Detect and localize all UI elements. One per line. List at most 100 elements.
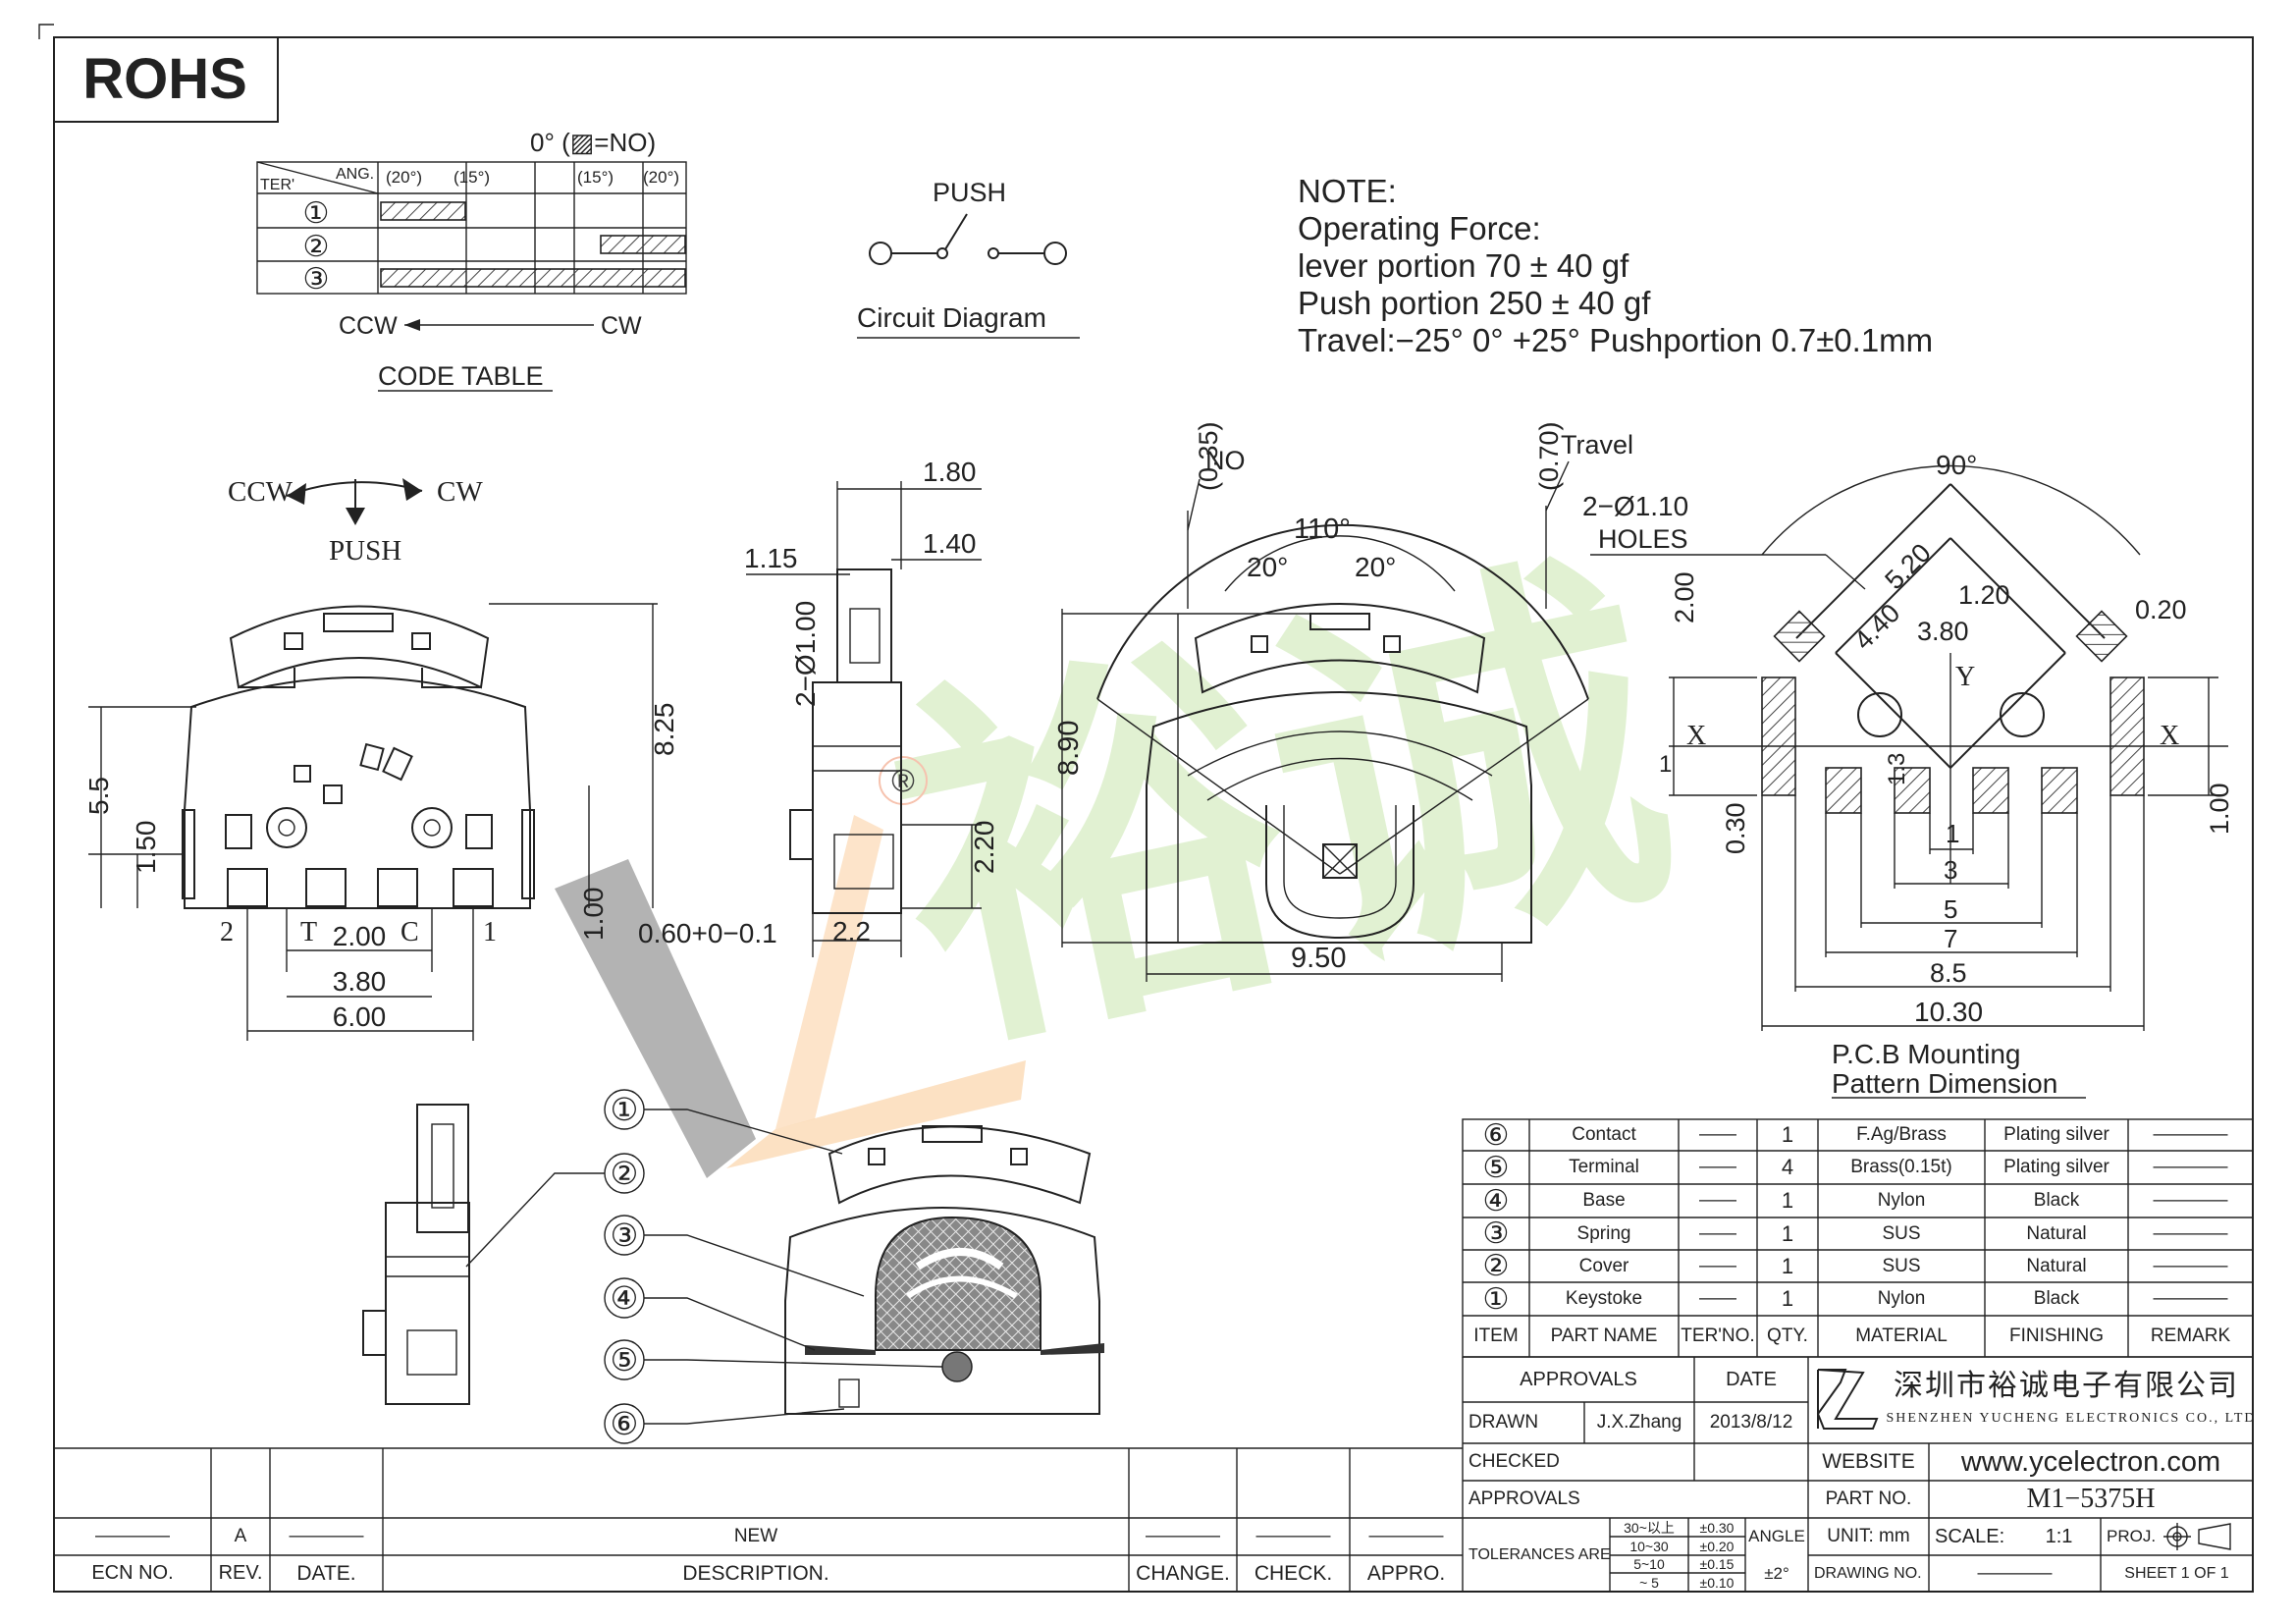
pcb-title-2: Pattern Dimension [1832, 1068, 2057, 1099]
rohs-label: ROHS [82, 47, 247, 111]
bom-finishing: Natural [2026, 1255, 2087, 1276]
bom-ter: —— [1699, 1255, 1736, 1276]
pcb-dim-3: 3 [1944, 855, 1957, 885]
note-line-4: Push portion 250 ± 40 gf [1298, 285, 1651, 321]
rohs-box [53, 36, 279, 123]
rev-header-description: DESCRIPTION. [682, 1561, 829, 1585]
angle-dim-8-90: 8.90 [1053, 721, 1085, 776]
registered-mark: ® [891, 763, 915, 798]
note-line-3: lever portion 70 ± 40 gf [1298, 247, 1629, 284]
note-block: NOTE: Operating Force: lever portion 70 … [1298, 173, 1933, 358]
pcb-axis-x-right: X [2160, 721, 2179, 751]
front-dim-5-5: 5.5 [83, 777, 114, 815]
tb-website-label: WEBSITE [1822, 1450, 1915, 1473]
code-ter-1: ① [303, 197, 330, 230]
bom-header-item: ITEM [1473, 1325, 1519, 1346]
bom-item: ⑥ [1482, 1118, 1510, 1152]
bom-finishing: Natural [2026, 1222, 2087, 1244]
code-corner-top: ANG. [336, 166, 374, 183]
title-block-lines [1462, 1357, 2253, 1592]
bom-table [1462, 1118, 2254, 1358]
pcb-title-1: P.C.B Mounting [1832, 1039, 2021, 1069]
tb-date-label: DATE [1726, 1368, 1777, 1390]
rev-description-value: NEW [733, 1526, 778, 1546]
code-table-legend: 0° (▨=NO) [530, 128, 656, 157]
bom-ter: —— [1699, 1124, 1736, 1145]
bom-material: Nylon [1877, 1288, 1926, 1309]
bom-material: F.Ag/Brass [1856, 1124, 1947, 1145]
callout-6: ⑥ [611, 1406, 639, 1441]
pcb-dim-5: 5 [1944, 894, 1957, 924]
pcb-dim-holes-label: HOLES [1598, 524, 1688, 554]
tb-drawn-date: 2013/8/12 [1709, 1412, 1793, 1433]
pcb-dim-90: 90° [1936, 450, 1977, 480]
revision-block [54, 1447, 1463, 1592]
bom-remark: ———— [2153, 1222, 2228, 1244]
code-angle-2: (15°) [454, 168, 490, 187]
bom-header-finishing: FINISHING [2008, 1325, 2105, 1346]
bom-qty: 1 [1781, 1122, 1794, 1147]
rev-check-value: ———— [1255, 1526, 1331, 1546]
tb-tolerances-label: TOLERANCES ARE [1468, 1545, 1611, 1563]
code-angle-3: (15°) [577, 168, 614, 187]
tb-tol-value-3: ±0.15 [1699, 1556, 1735, 1572]
front-view: CCW CW PUSH 5.5 1.50 8.25 1.00 [83, 476, 679, 1041]
tb-part-no: M1−5375H [2026, 1484, 2156, 1514]
tb-drawing-no: DRAWING NO. [1814, 1564, 1922, 1582]
tb-angle-label: ANGLE [1748, 1527, 1805, 1545]
angle-dim-0-70: (0.70) [1534, 421, 1564, 491]
code-ccw: CCW [339, 312, 398, 340]
front-push: PUSH [329, 535, 401, 567]
bom-qty: 1 [1781, 1253, 1794, 1278]
code-ter-2: ② [303, 231, 330, 263]
angle-dim-no: NO [1205, 446, 1246, 475]
pcb-dim-1-3: 1.3 [1884, 753, 1910, 785]
circuit-title: Circuit Diagram [857, 302, 1046, 333]
bom-part-name: Keystoke [1565, 1288, 1643, 1309]
front-ccw: CCW [228, 476, 294, 508]
tb-approvals: APPROVALS [1520, 1368, 1637, 1390]
pcb-dim-0-20: 0.20 [2135, 595, 2187, 624]
callout-3: ③ [611, 1217, 639, 1253]
note-line-1: NOTE: [1298, 173, 1397, 209]
code-cw: CW [601, 312, 642, 340]
pcb-dim-8-5: 8.5 [1930, 958, 1967, 988]
drawing-border [53, 36, 2254, 1593]
bom-header-ter: TER'NO. [1681, 1325, 1755, 1346]
front-cw: CW [437, 476, 483, 508]
callout-4: ④ [611, 1280, 639, 1316]
watermark-logo: 裕诚 ® [555, 512, 1702, 1178]
pcb-dim-3-80: 3.80 [1917, 617, 1969, 646]
side-dim-1-15: 1.15 [744, 543, 798, 573]
bom-item: ⑤ [1482, 1151, 1510, 1184]
bom-qty: 1 [1781, 1188, 1794, 1213]
rev-rev-value: A [234, 1526, 247, 1546]
front-pin-t: T [300, 917, 317, 947]
rev-header-appro: APPRO. [1366, 1561, 1446, 1585]
pcb-dim-4-40: 4.40 [1848, 598, 1905, 655]
tb-website: www.ycelectron.com [1960, 1445, 2221, 1478]
rev-appro-value: ———— [1368, 1526, 1444, 1546]
bom-part-name: Terminal [1569, 1157, 1639, 1177]
tb-tol-range-4: ~ 5 [1639, 1574, 1659, 1591]
callout-2: ② [611, 1156, 639, 1191]
tb-company-cn: 深圳市裕诚电子有限公司 [1894, 1369, 2239, 1403]
side-dim-holes: 2−Ø1.00 [790, 601, 821, 707]
angle-dim-20-left: 20° [1247, 552, 1288, 582]
bom-qty: 1 [1781, 1220, 1794, 1246]
rev-ecn-value: ———— [95, 1526, 170, 1546]
callout-1: ① [611, 1092, 639, 1127]
bom-finishing: Plating silver [2003, 1157, 2109, 1177]
bom-item: ④ [1482, 1184, 1510, 1217]
bom-part-name: Spring [1576, 1222, 1631, 1244]
bom-header-part-name: PART NAME [1550, 1325, 1658, 1346]
tb-tol-range-2: 10~30 [1629, 1538, 1669, 1554]
bom-remark: ———— [2153, 1255, 2228, 1276]
bom-qty: 1 [1781, 1286, 1794, 1311]
side-dim-2-20: 2.20 [969, 821, 999, 875]
pcb-dim-2-00: 2.00 [1670, 571, 1699, 623]
bom-material: Brass(0.15t) [1850, 1157, 1952, 1177]
front-dim-6-00: 6.00 [333, 1001, 387, 1032]
bom-item: ③ [1482, 1217, 1510, 1250]
bom-item: ① [1482, 1282, 1510, 1316]
